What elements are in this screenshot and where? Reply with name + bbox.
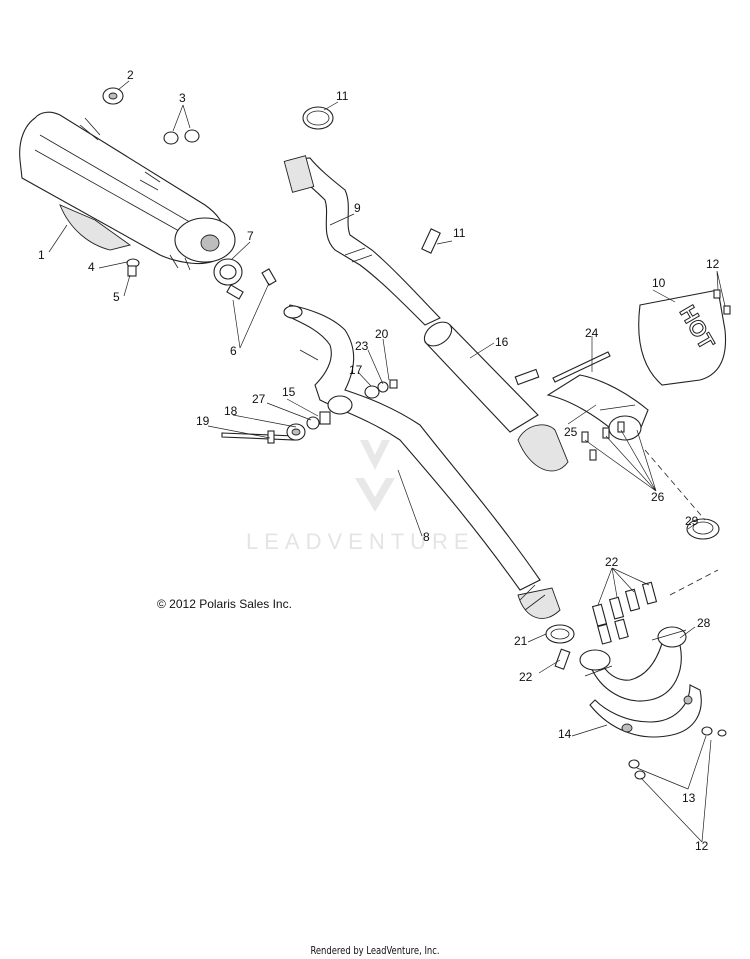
- part-1-muffler: [19, 111, 236, 271]
- callout-11-mid: 11: [453, 226, 466, 240]
- part-22-spring-single: [554, 648, 571, 670]
- part-15-spacer: [319, 411, 331, 425]
- callout-29: 29: [685, 514, 699, 528]
- callout-19: 19: [196, 414, 210, 428]
- part-5-bolt: [127, 265, 137, 277]
- part-12-nuts-bottom: [634, 729, 727, 780]
- callout-26: 26: [651, 490, 665, 504]
- callout-labels: 1 2 3 4 5 6 7 8 9 10 11 11 12 12 13 14 1…: [38, 68, 720, 853]
- leader-lines: [48, 80, 726, 843]
- part-21-gasket: [545, 624, 575, 644]
- part-3-grommets: [163, 129, 200, 145]
- callout-12-bottom: 12: [695, 839, 709, 853]
- callout-2: 2: [127, 68, 134, 82]
- part-28-header: [579, 626, 687, 702]
- callout-16: 16: [495, 335, 509, 349]
- callout-14: 14: [558, 727, 572, 741]
- part-9-pipe: [283, 155, 441, 326]
- part-14-header-shield: [589, 684, 702, 738]
- callout-20: 20: [375, 327, 389, 341]
- part-12-bolts-top: [713, 289, 731, 315]
- callout-3: 3: [179, 91, 186, 105]
- callout-9: 9: [354, 201, 361, 215]
- part-26-studs: [581, 421, 625, 461]
- callout-8: 8: [423, 530, 430, 544]
- callout-5: 5: [113, 290, 120, 304]
- leadventure-watermark: LEADVENTURE: [246, 440, 475, 554]
- part-19-bolt: [221, 430, 296, 444]
- callout-1: 1: [38, 248, 45, 262]
- callout-10: 10: [652, 276, 666, 290]
- callout-23: 23: [355, 339, 369, 353]
- part-8-pipe: [283, 304, 561, 619]
- part-6-springs: [226, 268, 277, 300]
- part-17-washer: [364, 385, 380, 399]
- watermark-text: LEADVENTURE: [246, 529, 475, 554]
- copyright-notice: © 2012 Polaris Sales Inc.: [157, 597, 292, 611]
- callout-21: 21: [514, 634, 528, 648]
- reference-line: [644, 449, 719, 596]
- part-18-washer: [286, 423, 306, 441]
- callout-28: 28: [697, 616, 711, 630]
- callout-4: 4: [88, 260, 95, 274]
- part-7-gasket: [213, 258, 243, 286]
- callout-24: 24: [585, 326, 599, 340]
- part-13-washers: [628, 726, 713, 769]
- callout-18: 18: [224, 404, 238, 418]
- part-24-gasket: [552, 351, 611, 383]
- callout-11-top: 11: [336, 89, 349, 103]
- part-27-washer: [306, 416, 320, 430]
- callout-22-top: 22: [605, 555, 619, 569]
- part-2-grommet: [102, 87, 124, 105]
- callout-22-bottom: 22: [519, 670, 533, 684]
- callout-27: 27: [252, 392, 266, 406]
- part-10-heat-shield: HOT: [638, 289, 727, 386]
- callout-13: 13: [682, 791, 696, 805]
- part-16-pipe: [423, 321, 569, 472]
- part-23-washer: [377, 381, 389, 393]
- part-25-manifold: [546, 374, 649, 441]
- part-20-nut: [389, 379, 398, 389]
- callout-12-top: 12: [706, 257, 720, 271]
- callout-15: 15: [282, 385, 296, 399]
- part-22-springs: [591, 581, 658, 645]
- callout-7: 7: [247, 229, 254, 243]
- part-11-clamp-mid: [421, 228, 441, 254]
- callout-17: 17: [349, 363, 363, 377]
- part-11-clamp-top: [302, 106, 334, 130]
- callout-25: 25: [564, 425, 578, 439]
- callout-6: 6: [230, 344, 237, 358]
- rendered-by-footer: Rendered by LeadVenture, Inc.: [310, 944, 440, 957]
